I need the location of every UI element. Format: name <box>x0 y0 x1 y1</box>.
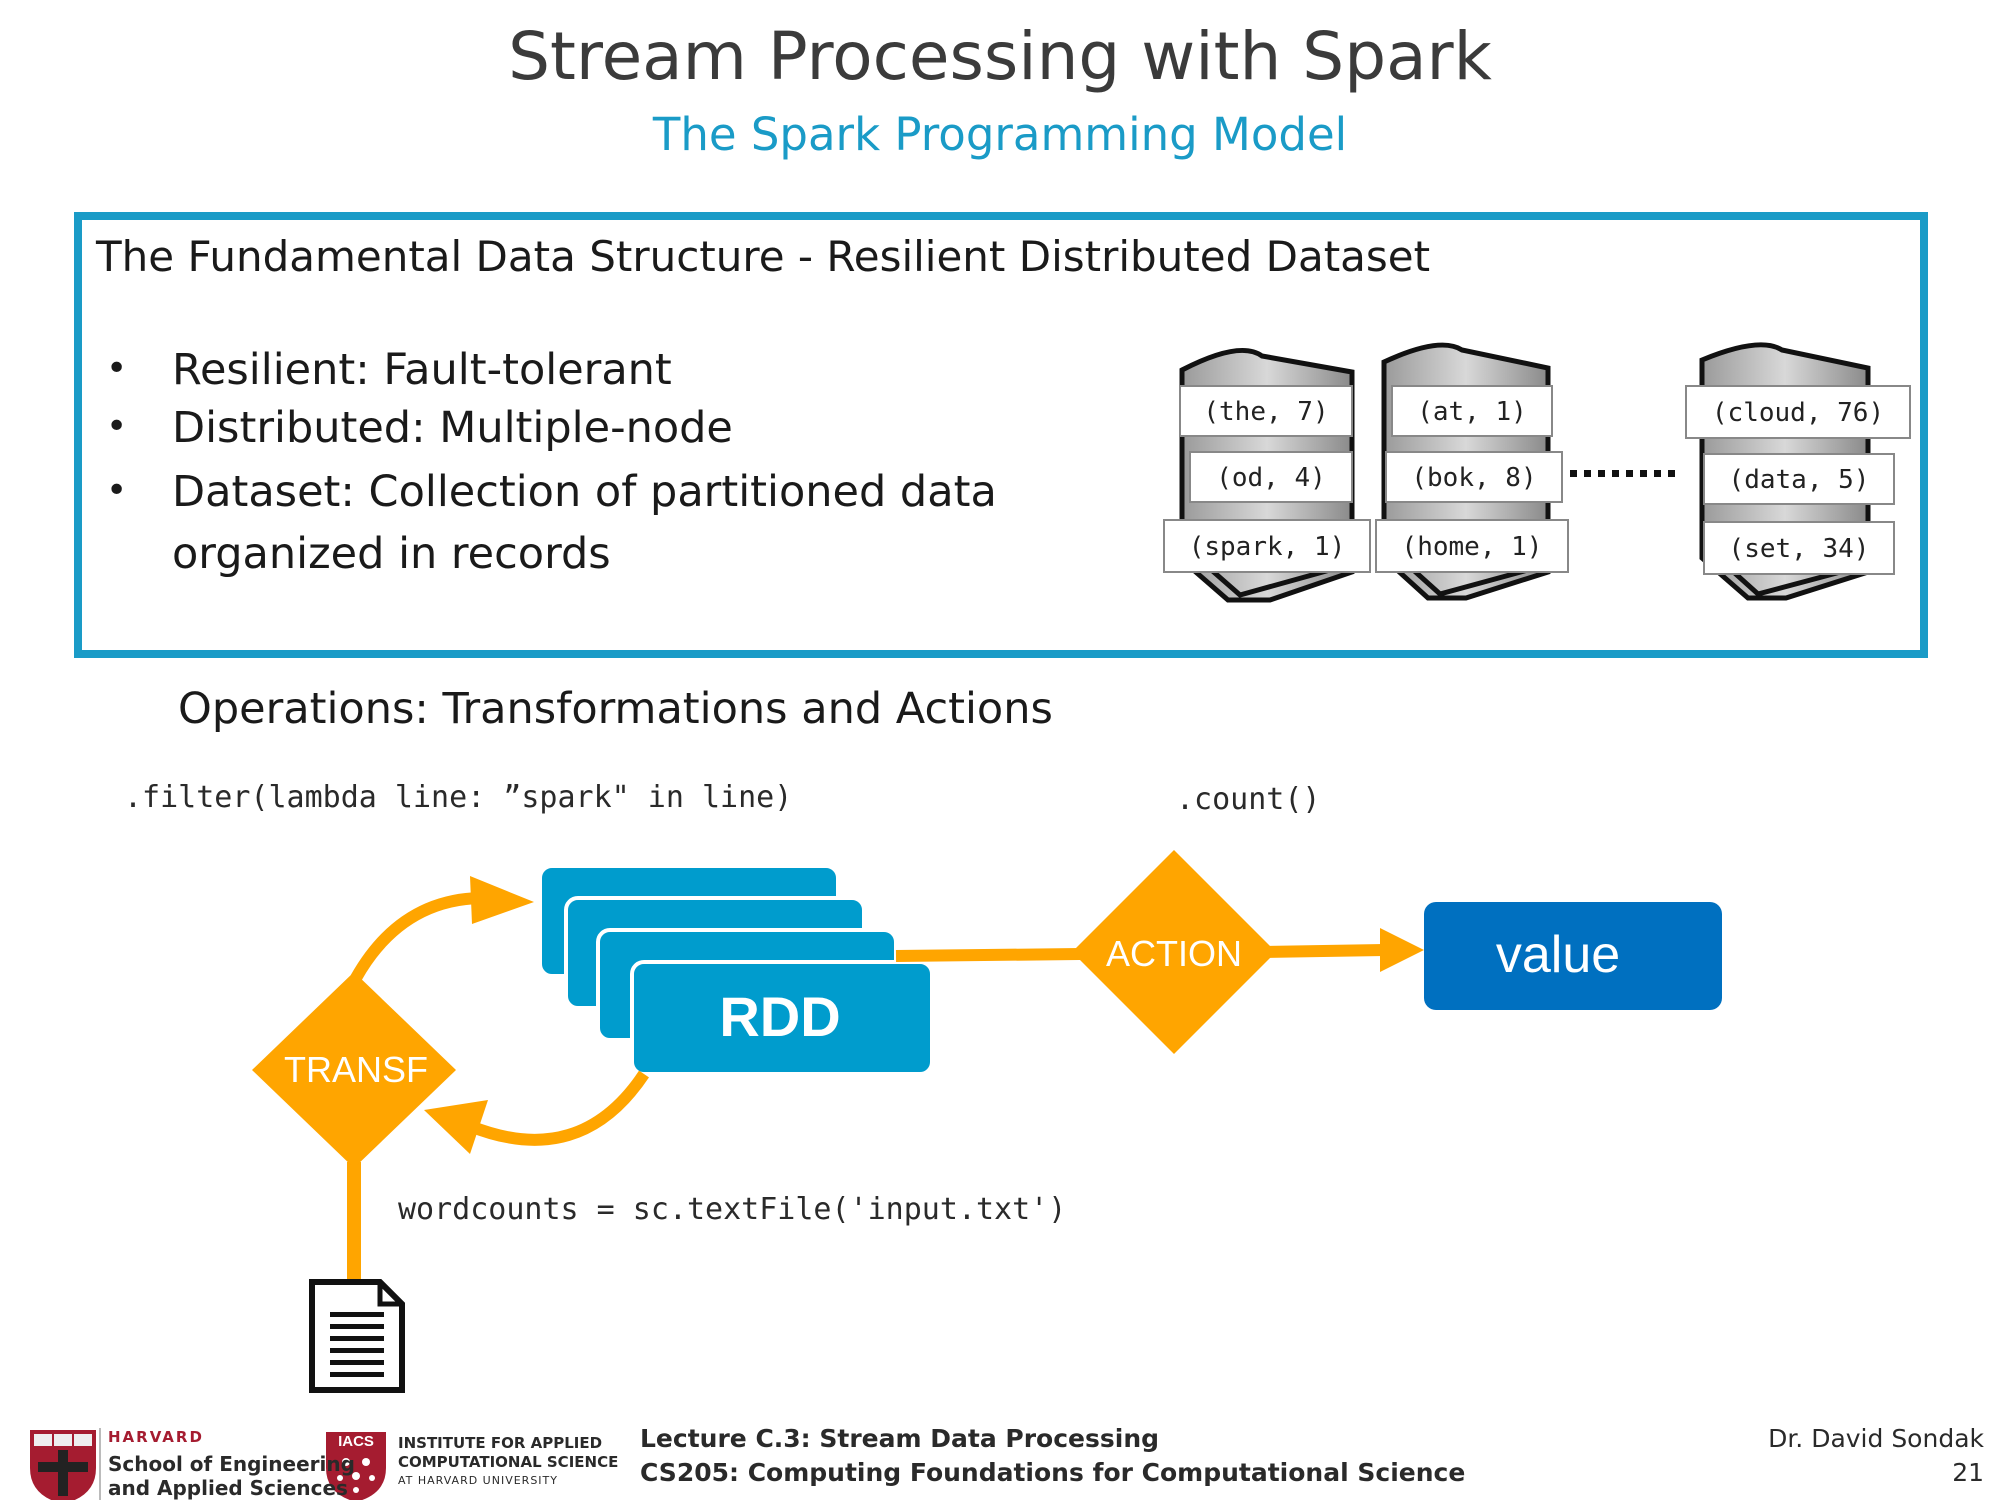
bullet-marker: • <box>106 470 128 511</box>
record-box <box>1163 519 1371 573</box>
iacs-name-line1: INSTITUTE FOR APPLIED <box>398 1434 603 1452</box>
action-to-value-line <box>1265 944 1385 958</box>
bullet-text: Distributed: Multiple-node <box>172 403 733 453</box>
action-label: ACTION <box>1106 933 1242 974</box>
record-box <box>1375 519 1569 573</box>
dotted-ellipsis-icon <box>1570 470 1675 477</box>
arrowhead <box>1380 928 1424 972</box>
record-label: (od, 4) <box>1216 463 1326 493</box>
bullet-text-continuation: organized in records <box>172 529 611 579</box>
transform-to-rdd-arrow <box>350 892 481 981</box>
value-label: value <box>1496 926 1620 984</box>
bullet-marker: • <box>106 348 128 389</box>
count-code: .count() <box>1176 782 1321 817</box>
seas-name-line2: and Applied Sciences <box>108 1476 348 1500</box>
record-box <box>1703 453 1895 505</box>
slide-title: Stream Processing with Spark <box>508 18 1492 95</box>
harvard-shield-logo <box>30 1430 96 1500</box>
textfile-code: wordcounts = sc.textFile('input.txt') <box>398 1192 1067 1227</box>
operations-heading: Operations: Transformations and Actions <box>178 684 1053 734</box>
value-box <box>1424 902 1722 1010</box>
record-label: (bok, 8) <box>1411 463 1536 493</box>
bullet-text: Resilient: Fault-tolerant <box>172 345 672 395</box>
action-diamond <box>1072 850 1276 1054</box>
record-box <box>1703 521 1895 575</box>
record-label: (spark, 1) <box>1189 532 1346 562</box>
author-name: Dr. David Sondak <box>1768 1424 1984 1453</box>
bullet-text: Dataset: Collection of partitioned data <box>172 467 997 517</box>
iacs-shield-logo: IACS <box>326 1432 386 1500</box>
record-box <box>1189 451 1353 503</box>
rdd-partition-front <box>630 960 934 1076</box>
record-label: (home, 1) <box>1402 532 1543 562</box>
page-number: 21 <box>1952 1458 1984 1487</box>
filter-code: .filter(lambda line: ”spark" in line) <box>124 780 793 815</box>
record-box <box>1385 451 1563 503</box>
rdd-stack: RDD <box>538 864 934 1076</box>
record-label: (cloud, 76) <box>1712 398 1884 428</box>
rdd-label: RDD <box>719 985 840 1048</box>
course-title: CS205: Computing Foundations for Computa… <box>640 1458 1466 1487</box>
record-label: (at, 1) <box>1417 397 1527 427</box>
seas-name-line1: School of Engineering <box>108 1452 355 1476</box>
lecture-title: Lecture C.3: Stream Data Processing <box>640 1424 1160 1453</box>
transf-label: TRANSF <box>284 1049 428 1090</box>
slide-subtitle: The Spark Programming Model <box>652 108 1348 161</box>
transf-diamond <box>252 972 456 1168</box>
arrowhead <box>470 876 534 924</box>
record-box <box>1179 385 1353 437</box>
arrowhead <box>424 1100 488 1154</box>
iacs-badge-text: IACS <box>338 1433 374 1450</box>
record-label: (data, 5) <box>1729 465 1870 495</box>
rdd-to-action-line <box>895 948 1081 962</box>
iacs-name-line2: COMPUTATIONAL SCIENCE <box>398 1453 619 1471</box>
bullet-marker: • <box>106 406 128 447</box>
rdd-box-heading: The Fundamental Data Structure - Resilie… <box>96 232 1431 281</box>
document-icon <box>309 1279 405 1393</box>
iacs-name-line3: AT HARVARD UNIVERSITY <box>398 1474 558 1487</box>
harvard-wordmark: HARVARD <box>108 1428 204 1446</box>
record-label: (the, 7) <box>1203 397 1328 427</box>
record-label: (set, 34) <box>1729 534 1870 564</box>
rdd-definition-box <box>74 212 1928 658</box>
rdd-to-transform-arrow <box>467 1070 649 1146</box>
record-box <box>1685 385 1911 439</box>
record-box <box>1391 385 1553 437</box>
